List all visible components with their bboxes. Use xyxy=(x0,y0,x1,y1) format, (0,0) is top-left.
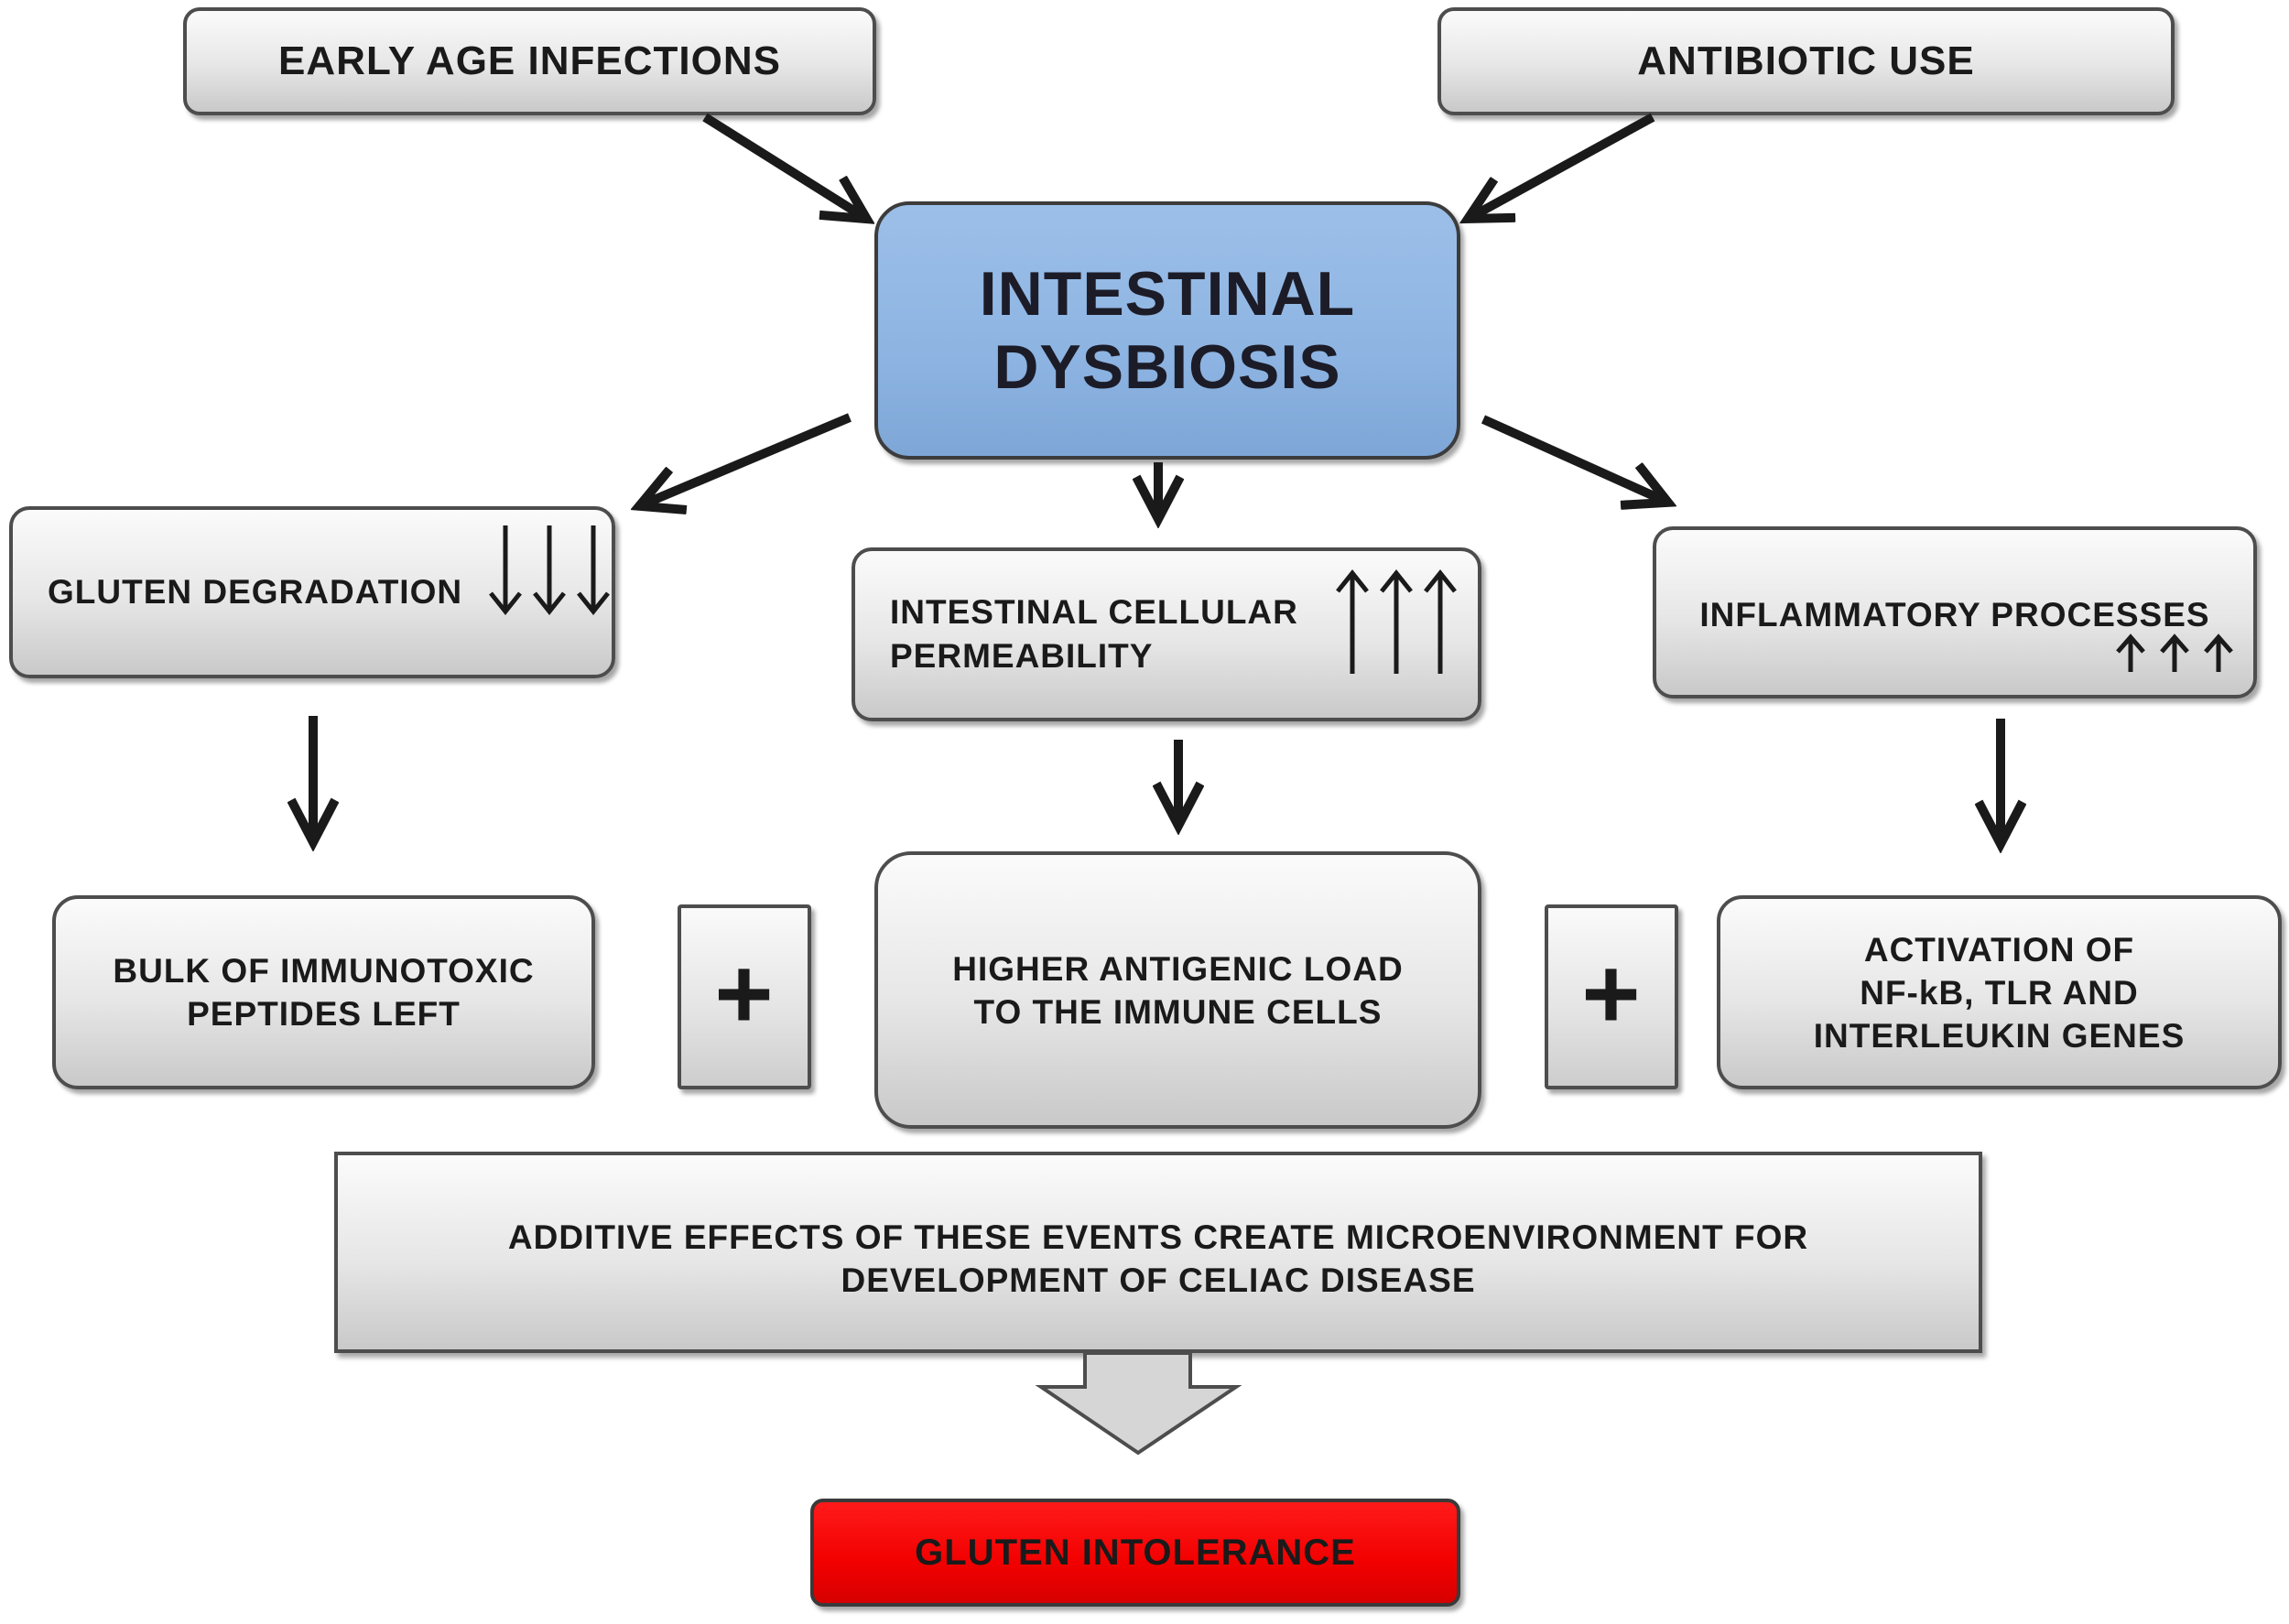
arrow-dysbiosis-to-inflammation xyxy=(1481,415,1666,502)
inflammatory-processes-label: INFLAMMATORY PROCESSES xyxy=(1699,596,2210,633)
gene-activation-label: ACTIVATION OF NF-kB, TLR AND INTERLEUKIN… xyxy=(1813,930,2186,1055)
intestinal-dysbiosis-label: INTESTINAL DYSBIOSIS xyxy=(979,259,1356,402)
intestinal-dysbiosis-node: INTESTINAL DYSBIOSIS xyxy=(874,201,1460,460)
gluten-intolerance-label: GLUTEN INTOLERANCE xyxy=(915,1532,1356,1573)
arrow-infections-to-dysbiosis xyxy=(702,113,865,218)
gene-activation-node: ACTIVATION OF NF-kB, TLR AND INTERLEUKIN… xyxy=(1717,895,2282,1089)
antigenic-load-node: HIGHER ANTIGENIC LOAD TO THE IMMUNE CELL… xyxy=(874,851,1481,1129)
intestinal-permeability-label: INTESTINAL CELLULAR PERMEABILITY xyxy=(890,593,1298,675)
permeability-increase-arrows-icon xyxy=(1336,568,1457,674)
gluten-degradation-label: GLUTEN DEGRADATION xyxy=(48,573,463,611)
plus-sign-left: + xyxy=(678,904,811,1089)
antigenic-load-label: HIGHER ANTIGENIC LOAD TO THE IMMUNE CELL… xyxy=(952,949,1404,1031)
immunotoxic-peptides-node: BULK OF IMMUNOTOXIC PEPTIDES LEFT xyxy=(52,895,595,1089)
early-age-infections-node: EARLY AGE INFECTIONS xyxy=(183,7,876,115)
additive-effects-node: ADDITIVE EFFECTS OF THESE EVENTS CREATE … xyxy=(334,1152,1982,1353)
gluten-decrease-arrows-icon xyxy=(489,525,610,616)
plus-sign-left-label: + xyxy=(714,937,775,1050)
immunotoxic-peptides-label: BULK OF IMMUNOTOXIC PEPTIDES LEFT xyxy=(113,952,535,1033)
plus-sign-right-label: + xyxy=(1581,937,1642,1050)
intestinal-permeability-node: INTESTINAL CELLULAR PERMEABILITY xyxy=(852,547,1481,721)
early-age-infections-label: EARLY AGE INFECTIONS xyxy=(278,38,781,83)
gluten-degradation-node: GLUTEN DEGRADATION xyxy=(9,506,615,678)
antibiotic-use-label: ANTIBIOTIC USE xyxy=(1637,38,1975,83)
additive-effects-label: ADDITIVE EFFECTS OF THESE EVENTS CREATE … xyxy=(507,1218,1809,1299)
plus-sign-right: + xyxy=(1545,904,1678,1089)
block-arrow-to-outcome xyxy=(1035,1351,1242,1456)
antibiotic-use-node: ANTIBIOTIC USE xyxy=(1437,7,2175,115)
arrow-dysbiosis-to-gluten xyxy=(641,413,852,505)
gluten-intolerance-node: GLUTEN INTOLERANCE xyxy=(810,1499,1460,1607)
inflammation-increase-arrows-icon xyxy=(2116,633,2233,672)
arrow-antibiotics-to-dysbiosis xyxy=(1470,113,1655,218)
inflammatory-processes-node: INFLAMMATORY PROCESSES xyxy=(1653,526,2257,698)
